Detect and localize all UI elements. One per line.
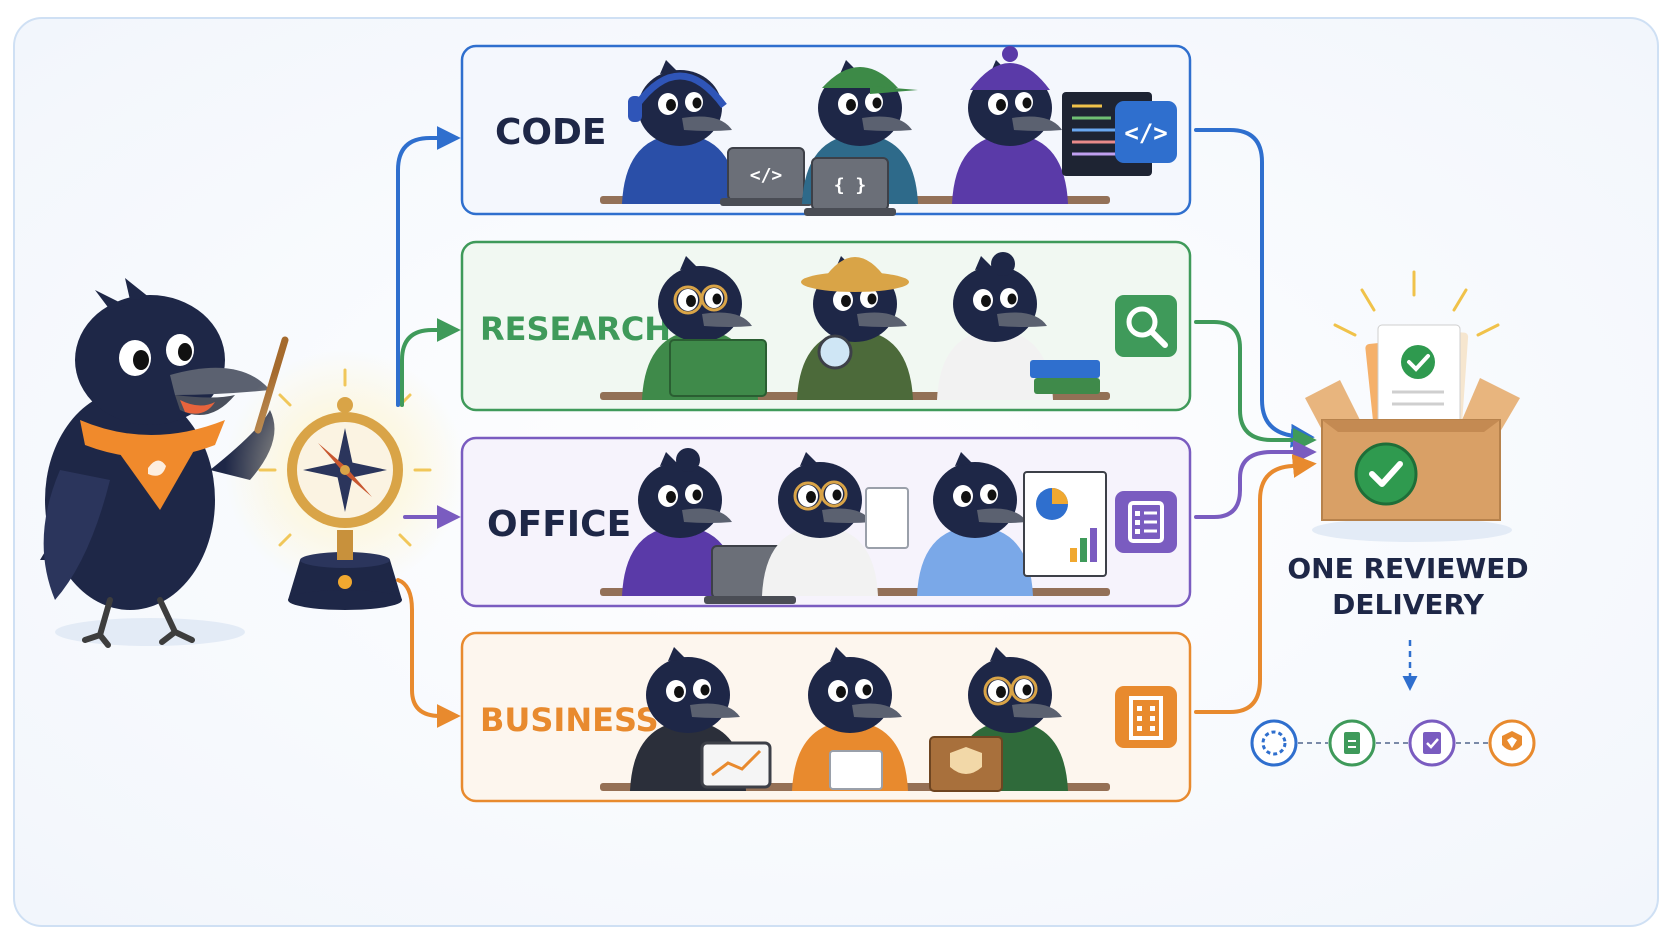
compass-router-illustration [225, 350, 465, 610]
routing-arrows [396, 126, 461, 728]
worker-crow [797, 256, 913, 400]
code-brackets-icon: </> [1115, 101, 1177, 163]
loading-circle-icon [1250, 719, 1298, 767]
arrow-from-code [1194, 128, 1315, 448]
shield-icon [1488, 719, 1536, 767]
worker-crow [952, 46, 1068, 204]
band-label-code: CODE [495, 112, 607, 153]
band-office: OFFICE [460, 436, 1192, 608]
laptop-prop: { } [804, 157, 896, 216]
svg-text:</>: </> [1124, 119, 1167, 147]
worker-crow [762, 452, 878, 596]
delivery-title-line2: DELIVERY [1332, 588, 1484, 621]
magnifier-icon [1115, 295, 1177, 357]
band-business: BUSINESS [460, 631, 1192, 803]
worker-crow [917, 452, 1033, 596]
report-sheet [829, 750, 883, 790]
arrow-to-code [396, 126, 461, 407]
band-label-office: OFFICE [487, 504, 631, 545]
worker-crow [622, 448, 738, 596]
band-label-business: BUSINESS [480, 701, 659, 739]
worker-crow [937, 252, 1053, 400]
laptop-prop: </> [720, 147, 812, 206]
arrow-from-office [1194, 440, 1317, 519]
office-building-icon [1115, 686, 1177, 748]
arrow-from-research [1194, 320, 1317, 452]
merge-arrows [1194, 128, 1317, 714]
checklist-icon [1408, 719, 1456, 767]
arrow-to-research [400, 318, 461, 407]
paper-sheet [865, 487, 909, 549]
band-code: CODE </> { } </> [460, 44, 1192, 216]
delivery-title-line1: ONE REVIEWED [1287, 552, 1528, 585]
magnifying-glass [817, 334, 853, 370]
arrow-from-business [1194, 453, 1317, 714]
svg-text:{ }: { } [834, 175, 867, 196]
band-research: RESEARCH [460, 240, 1192, 412]
open-book [669, 339, 767, 397]
book-stack [1030, 360, 1100, 378]
review-pipeline [1250, 719, 1536, 767]
worker-crow [622, 60, 738, 204]
svg-text:</>: </> [750, 165, 783, 186]
arrow-to-business [396, 578, 461, 728]
document-icon [1328, 719, 1376, 767]
band-label-research: RESEARCH [480, 310, 671, 348]
document-list-icon [1115, 491, 1177, 553]
delivery-box-illustration [1305, 270, 1520, 542]
guide-crow-illustration [40, 278, 289, 648]
